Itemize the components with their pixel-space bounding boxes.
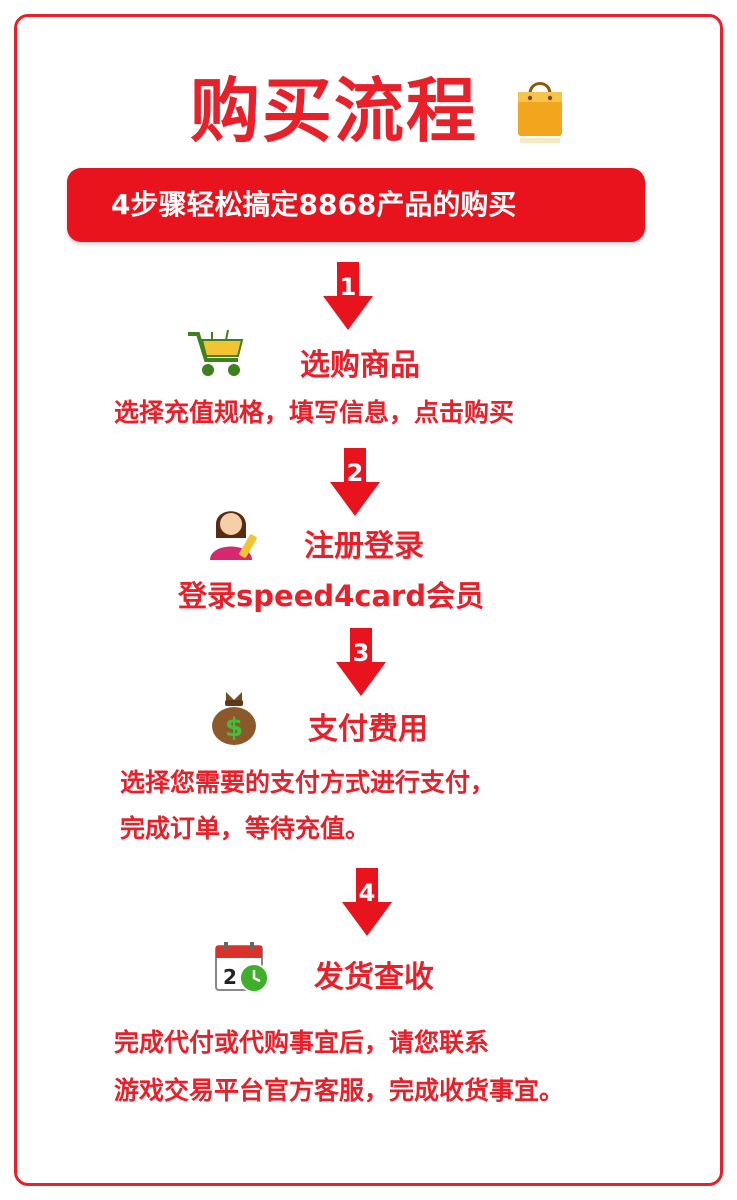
step-title-4: 发货查收 (314, 960, 434, 995)
step-desc-1-line-1: 选择充值规格，填写信息，点击购买 (114, 398, 515, 427)
down-arrow-icon (330, 448, 380, 516)
step-number: 3 (352, 639, 370, 667)
shopping-cart-icon (188, 329, 244, 376)
user-avatar-icon (210, 511, 257, 560)
step-number: 4 (358, 879, 376, 907)
down-arrow-icon (342, 868, 392, 936)
calendar-clock-icon: 2 (215, 942, 269, 993)
subtitle-text: 4步骤轻松搞定8868产品的购买 (111, 188, 517, 221)
shopping-bag-icon (518, 82, 562, 143)
step-desc-4-line-1: 完成代付或代购事宜后，请您联系 (114, 1028, 490, 1057)
step-desc-3-line-1: 选择您需要的支付方式进行支付， (120, 768, 496, 797)
money-bag-icon: $ (212, 692, 256, 745)
step-arrow-1: 1 (323, 262, 373, 332)
step-desc-3-line-2: 完成订单，等待充值。 (120, 814, 371, 843)
step-desc-2-line-1: 登录speed4card会员 (178, 579, 485, 613)
step-arrow-4: 4 (342, 868, 392, 938)
step-title-1: 选购商品 (300, 348, 420, 383)
subtitle-banner: 4步骤轻松搞定8868产品的购买 (67, 168, 645, 242)
step-desc-4-line-2: 游戏交易平台官方客服，完成收货事宜。 (114, 1076, 565, 1105)
step-title-2: 注册登录 (304, 529, 424, 564)
down-arrow-icon (336, 628, 386, 696)
svg-text:2: 2 (223, 965, 237, 989)
step-number: 2 (346, 459, 364, 487)
page-title: 购买流程 (190, 70, 478, 152)
down-arrow-icon (323, 262, 373, 330)
step-title-3: 支付费用 (308, 712, 428, 747)
svg-text:$: $ (225, 713, 243, 743)
step-arrow-2: 2 (330, 448, 380, 518)
step-arrow-3: 3 (336, 628, 386, 698)
step-number: 1 (339, 273, 357, 301)
